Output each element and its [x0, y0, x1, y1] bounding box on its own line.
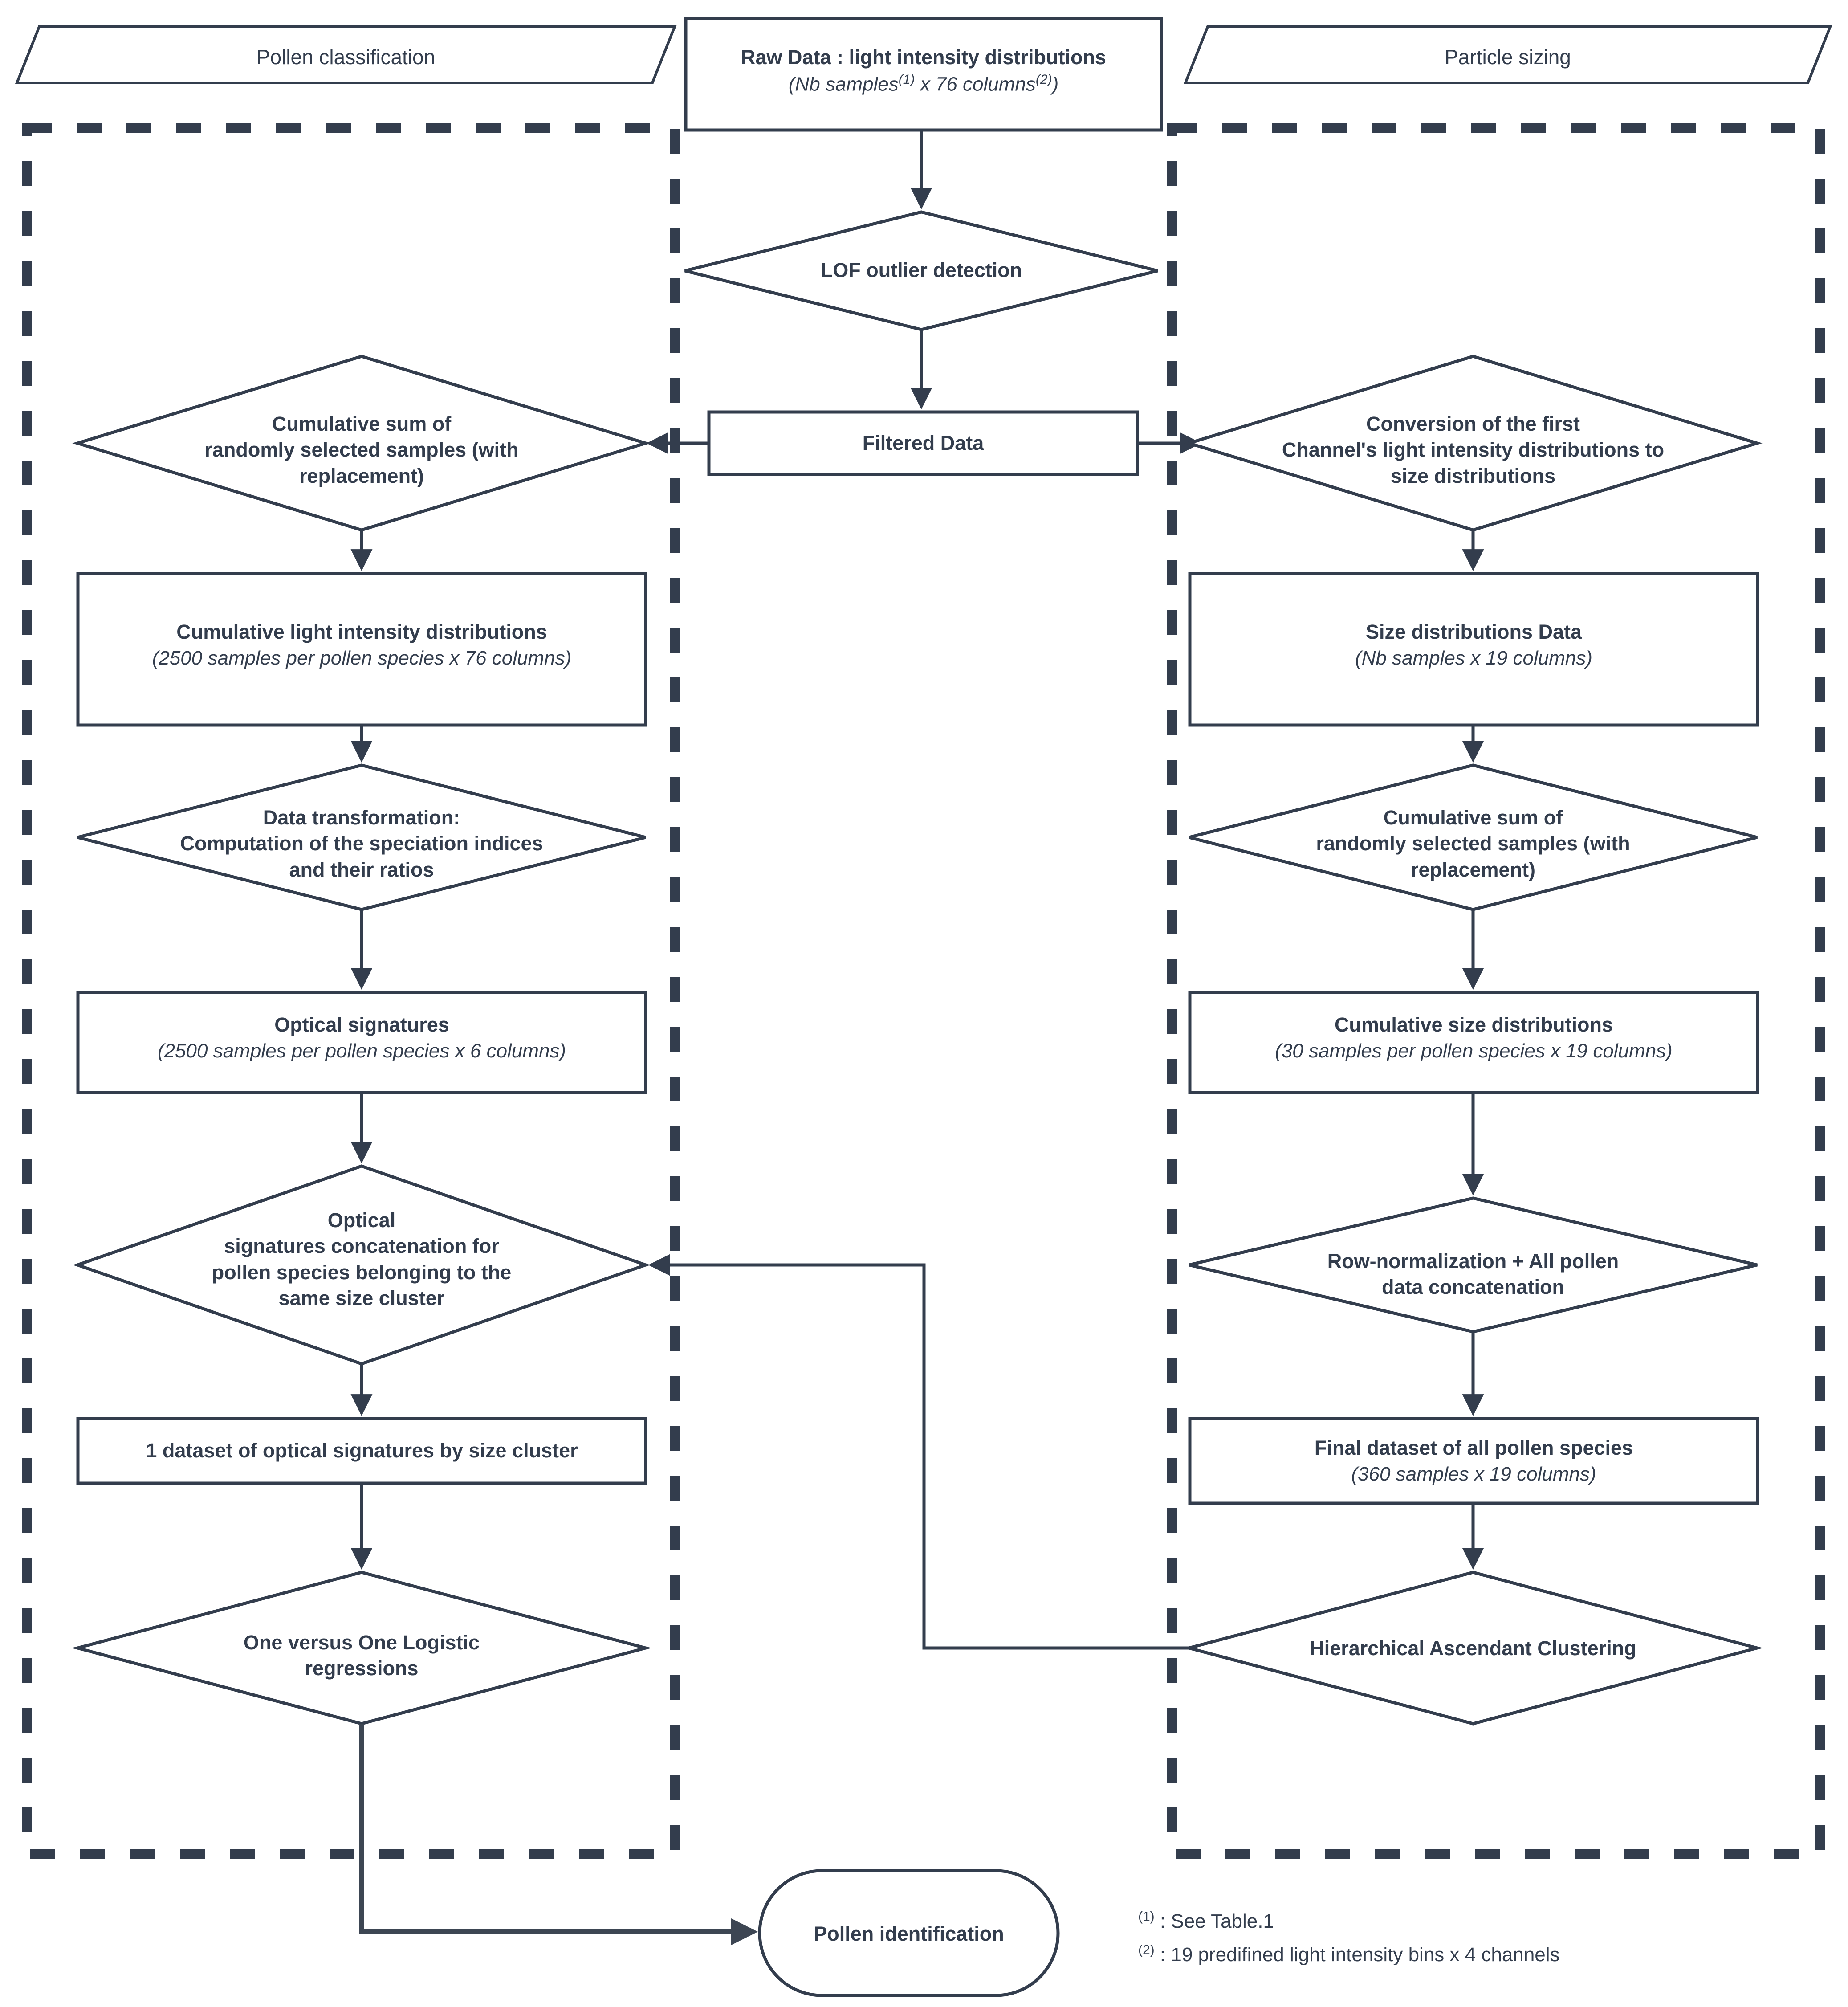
node-shape-raw-data: [684, 17, 1163, 132]
edge-hac-to-left-concat: [648, 1254, 1189, 1650]
banner-shape-particle-sizing: [1183, 25, 1832, 84]
node-shape-right-cumulative-size-distributions: [1188, 991, 1759, 1094]
node-shape-right-cumulative-sum: [1189, 763, 1758, 911]
node-shape-left-concatenation: [73, 1164, 651, 1366]
node-shape-right-conversion: [1184, 355, 1763, 532]
group-box-particle-sizing: [1167, 123, 1825, 1859]
node-shape-left-one-versus-one: [71, 1571, 652, 1726]
node-shape-left-cumulative-light-intensity: [76, 572, 647, 727]
node-shape-right-final-dataset: [1188, 1417, 1759, 1505]
node-shape-right-hierarchical-clustering: [1183, 1571, 1763, 1726]
edge-ovo-to-pollen-identification: [359, 1724, 758, 1945]
node-shape-pollen-identification: [758, 1869, 1060, 1997]
node-shape-left-data-transformation: [77, 763, 646, 911]
node-shape-filtered-data: [707, 410, 1139, 476]
node-shape-left-cumulative-sum: [72, 355, 651, 532]
banner-shape-pollen-classification: [15, 25, 677, 84]
node-shape-lof-outlier-detection: [684, 210, 1158, 331]
group-box-pollen-classification: [22, 123, 680, 1859]
node-shape-right-row-normalization: [1189, 1196, 1758, 1334]
node-shape-left-optical-signatures: [76, 991, 647, 1094]
node-shape-right-size-distributions-data: [1188, 572, 1759, 727]
node-shape-left-dataset-by-size-cluster: [76, 1417, 647, 1485]
